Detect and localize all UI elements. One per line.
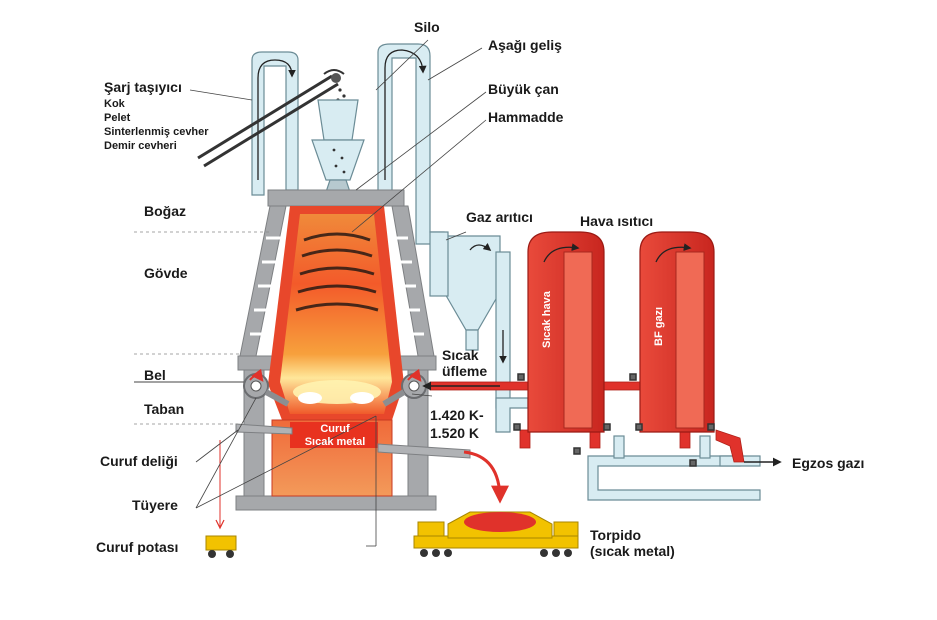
- label-charge-item-iron-ore: Demir cevheri: [104, 140, 177, 152]
- conveyor-head: [323, 69, 345, 83]
- label-hot-air-vertical: Sıcak hava: [541, 291, 553, 348]
- label-silo: Silo: [414, 19, 440, 35]
- label-slag-notch: Curuf deliği: [100, 453, 178, 469]
- label-raw-material: Hammadde: [488, 109, 564, 125]
- level-guides: [134, 231, 272, 425]
- label-charge-item-coke: Kok: [104, 98, 125, 110]
- label-temp-1: 1.420 K-: [430, 407, 484, 423]
- label-bf-gas-vertical: BF gazı: [653, 306, 665, 346]
- label-torpedo-1: Torpido: [590, 527, 642, 543]
- label-temp-2: 1.520 K: [430, 425, 480, 441]
- gas-cleaner: [429, 231, 511, 409]
- slag-runner: [235, 423, 293, 435]
- label-exhaust: Egzos gazı: [792, 455, 865, 471]
- label-hot-blast-2: üfleme: [442, 363, 488, 379]
- leader-lines: [189, 39, 487, 547]
- hearth: [271, 419, 393, 497]
- pipe-flow-arrows: [257, 49, 427, 180]
- metal-runner: [377, 443, 471, 459]
- label-downcomer: Aşağı geliş: [488, 37, 562, 53]
- label-tuyere: Tüyere: [132, 497, 178, 513]
- label-big-bell: Büyük çan: [488, 81, 559, 97]
- label-slag: Curuf: [320, 423, 350, 435]
- frame-rungs-left: [250, 236, 288, 336]
- slag-ladle: [205, 440, 237, 558]
- label-charge-item-pellet: Pelet: [104, 112, 131, 124]
- frame-rungs-right: [386, 236, 424, 336]
- hopper-dots: [332, 148, 346, 174]
- burden-layers: [295, 232, 379, 312]
- hot-stove-right: [639, 231, 715, 433]
- hot-metal-stream: [463, 450, 509, 504]
- label-gas-cleaner: Gaz arıtıcı: [466, 209, 533, 225]
- hot-stove-left: [527, 231, 605, 433]
- valves: [513, 373, 715, 467]
- label-torpedo-2: (sıcak metal): [590, 543, 675, 559]
- label-hot-blast-1: Sıcak: [442, 347, 479, 363]
- tuyere-flow-arrows: [249, 368, 422, 382]
- label-charge-item-sinter: Sinterlenmiş cevher: [104, 126, 209, 138]
- label-throat: Boğaz: [144, 203, 186, 219]
- label-belly: Bel: [144, 367, 166, 383]
- label-charge-conveyor: Şarj taşıyıcı: [104, 79, 182, 95]
- charge-conveyor: [197, 74, 339, 168]
- torpedo-car: [413, 511, 579, 557]
- furnace-lining: [268, 206, 404, 420]
- label-hot-metal: Sıcak metal: [304, 436, 366, 448]
- flame-zone: [293, 380, 381, 404]
- label-slag-ladle: Curuf potası: [96, 539, 179, 555]
- label-hot-stove: Hava ısıtıcı: [580, 213, 654, 229]
- label-stack: Gövde: [144, 265, 188, 281]
- label-hearth: Taban: [144, 401, 185, 417]
